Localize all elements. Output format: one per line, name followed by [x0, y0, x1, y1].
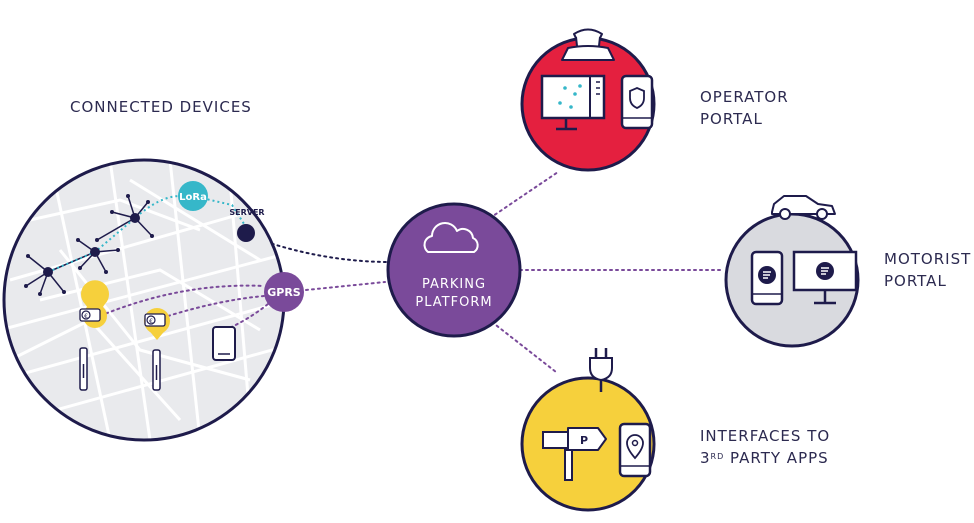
third-party-apps-node: P	[520, 348, 656, 512]
connected-devices-title-text: CONNECTED DEVICES	[70, 98, 252, 116]
map-streets	[4, 160, 284, 440]
third-party-label: INTERFACES TO 3RD PARTY APPS	[700, 425, 830, 469]
payment-sensor-1: €	[79, 280, 109, 391]
server-node: SERVER	[229, 208, 265, 242]
police-officer-icon	[561, 28, 615, 61]
operator-portal-line1: OPERATOR	[700, 88, 789, 106]
monitor-app-icon	[792, 250, 858, 305]
third-party-line2-prefix: 3	[700, 449, 711, 467]
connected-devices-map: LoRa SERVER GPRS €	[2, 158, 304, 442]
third-party-line2-sup: RD	[710, 452, 725, 461]
platform-label-line2: PLATFORM	[415, 295, 492, 310]
car-icon	[771, 195, 836, 220]
operator-portal-label: OPERATOR PORTAL	[700, 86, 789, 130]
connector-platform-operator	[489, 171, 559, 219]
banknote-icon: €	[79, 308, 101, 322]
phone-location-icon	[618, 422, 652, 478]
phone-app-icon	[750, 250, 784, 306]
signpost-letter: P	[580, 434, 588, 447]
third-party-line2: 3RD PARTY APPS	[700, 447, 830, 469]
third-party-line2-suffix: PARTY APPS	[724, 449, 829, 467]
motorist-portal-line1: MOTORIST	[884, 250, 972, 268]
motorist-portal-line2: PORTAL	[884, 272, 947, 290]
phone-shield-icon	[620, 74, 654, 130]
third-party-line1: INTERFACES TO	[700, 427, 831, 445]
lora-badge: LoRa	[178, 181, 247, 228]
svg-text:€: €	[84, 313, 88, 320]
lora-label: LoRa	[179, 192, 207, 203]
plug-icon	[589, 348, 613, 392]
motorist-portal-node	[724, 195, 860, 348]
payment-sensor-2: €	[144, 308, 170, 391]
connector-gprs-platform	[305, 281, 386, 291]
banknote-icon: €	[144, 313, 166, 327]
connector-platform-thirdparty	[491, 321, 557, 373]
connected-devices-title: CONNECTED DEVICES	[70, 96, 252, 118]
platform-label-line1: PARKING	[422, 277, 486, 292]
cloud-icon	[423, 222, 479, 253]
server-label: SERVER	[229, 208, 264, 217]
motorist-portal-label: MOTORIST PORTAL	[884, 248, 971, 292]
monitor-map-icon	[540, 74, 606, 131]
signpost-icon: P	[542, 427, 607, 481]
operator-portal-node	[520, 28, 656, 172]
operator-portal-line2: PORTAL	[700, 110, 763, 128]
smartphone-icon	[212, 326, 236, 361]
gprs-badge: GPRS	[264, 272, 304, 312]
svg-text:€: €	[149, 318, 153, 325]
lora-mesh-network	[24, 194, 181, 296]
parking-platform-node: PARKING PLATFORM	[386, 202, 522, 338]
gprs-label: GPRS	[267, 286, 301, 299]
